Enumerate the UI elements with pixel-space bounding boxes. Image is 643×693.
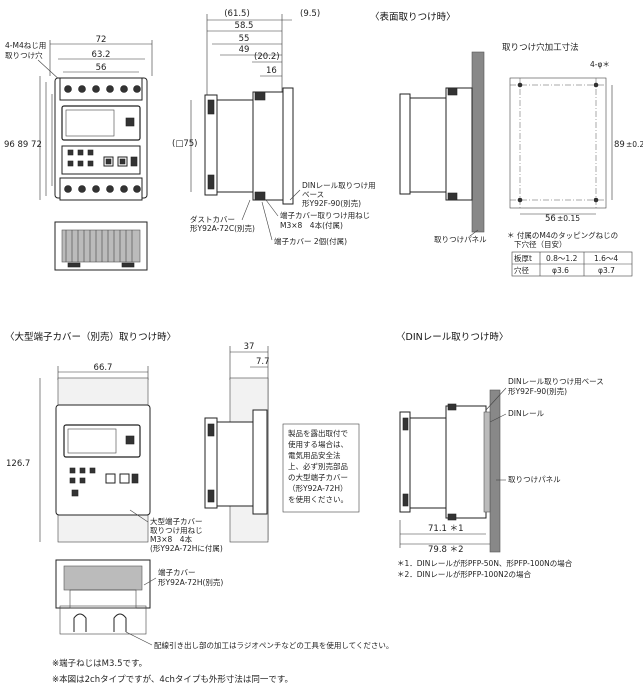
din-panel: 取りつけパネル <box>508 475 561 484</box>
lcd-display <box>61 105 141 141</box>
large-cover-section: 〈大型端子カバー（別売）取りつけ時〉 66.7 126.7 大型端子カバー 取り… <box>5 331 393 650</box>
dim-61-5: (61.5) <box>224 9 250 19</box>
dim-126-7: 126.7 <box>6 459 30 469</box>
dim-7-7: 7.7 <box>256 357 270 367</box>
table-r2: φ3.7 <box>598 266 615 275</box>
dim-56: 56 <box>96 63 107 73</box>
din-note-2: ＊2．DINレールが形PFP-100N2の場合 <box>397 569 531 579</box>
dim-16: 16 <box>266 66 277 76</box>
large-screw-2: 取りつけ用ねじ <box>150 526 203 535</box>
warn-1: 製品を露出取付で <box>288 428 348 438</box>
warn-5: の大型端子カバー <box>288 472 348 482</box>
dim-9-5: (9.5) <box>300 9 320 19</box>
table-h1: 0.8～1.2 <box>546 254 578 263</box>
dim-56-tol: ±0.15 <box>557 214 580 223</box>
large-screw-1: 大型端子カバー <box>150 516 203 526</box>
dust-cover-label-2: 形Y92A-72C(別売) <box>190 223 255 233</box>
dim-55: 55 <box>239 34 250 44</box>
note-1: ＊ 付属のM4のタッピングねじの <box>507 230 618 240</box>
warn-2: 使用する場合は、 <box>288 439 348 449</box>
table-h0: 板厚t <box>514 253 532 263</box>
large-screw-3: M3×8 4本 <box>150 534 193 544</box>
din-base-1: DINレール取りつけ用ベース <box>508 377 604 386</box>
table-r1: φ3.6 <box>552 266 569 275</box>
term-cover-label: 端子カバー 2個(付属) <box>274 236 347 246</box>
footnote-2: ※本図は2chタイプですが、4chタイプも外形寸法は同一です。 <box>52 674 293 685</box>
din-base-label-3: 形Y92F-90(別売) <box>302 198 361 208</box>
din-rail: DINレール <box>508 409 545 418</box>
din-base-2: 形Y92F-90(別売) <box>508 386 567 396</box>
panel-label: 取りつけパネル <box>434 235 487 244</box>
footnote-1: ※端子ねじはM3.5です。 <box>52 658 147 669</box>
hole-dia: 4-φ＊ <box>590 60 610 69</box>
note-2: 下穴径（目安） <box>514 239 567 249</box>
warn-3: 電気用品安全法 <box>288 450 341 460</box>
din-section: 〈DINレール取りつけ時〉 DINレール取りつけ用ベース 形Y92F-90(別売… <box>396 332 604 579</box>
din-base-label-1: DINレール取りつけ用 <box>302 181 376 190</box>
bottom-terminals <box>64 185 141 193</box>
warn-4: 上、必ず別売部品 <box>288 461 348 471</box>
dim-56-cut: 56 <box>545 214 556 224</box>
large-cover-1: 端子カバー <box>158 567 196 577</box>
dim-89-tol: ±0.2 <box>626 140 643 149</box>
dust-cover-label-1: ダストカバー <box>190 214 235 224</box>
dim-71-1: 71.1 ＊1 <box>428 524 464 534</box>
tool-note: 配線引き出し部の加工はラジオペンチなどの工具を使用してください。 <box>154 640 393 650</box>
large-screw-4: (形Y92A-72Hに付属) <box>150 543 223 553</box>
dim-66-7: 66.7 <box>94 363 113 373</box>
dim-20-2: (20.2) <box>254 52 280 62</box>
large-cover-2: 形Y92A-72H(別売) <box>158 577 223 587</box>
warning-box <box>282 423 360 513</box>
warn-7: を使用ください。 <box>288 494 348 504</box>
table-h2: 1.6～4 <box>594 254 618 263</box>
cutout-title: 取りつけ穴加工寸法 <box>502 42 579 53</box>
dim-49: 49 <box>239 45 250 55</box>
warn-6: （形Y92A-72H） <box>288 484 347 493</box>
surface-mount-section: 〈表面取りつけ時〉 取りつけパネル 取りつけ穴加工寸法 4-φ＊ 89 ±0.2… <box>370 11 643 277</box>
surface-title: 〈表面取りつけ時〉 <box>370 11 456 23</box>
table-r0: 穴径 <box>514 265 529 275</box>
screw-label-1: 端子カバー取りつけ用ねじ <box>280 210 370 220</box>
din-title: 〈DINレール取りつけ時〉 <box>396 332 508 343</box>
dim-heights: 96 89 72 <box>4 140 42 150</box>
dim-72: 72 <box>96 35 107 45</box>
front-view: 72 63.2 56 4-M4ねじ用 取りつけ穴 <box>4 35 153 271</box>
dim-89: 89 <box>614 140 625 150</box>
screw-label-2: M3×8 4本(付属) <box>280 220 343 230</box>
large-title: 〈大型端子カバー（別売）取りつけ時〉 <box>5 331 176 343</box>
din-note-1: ＊1．DINレールが形PFP-50N、形PFP-100Nの場合 <box>397 558 573 568</box>
dim-37: 37 <box>244 342 255 352</box>
din-base-label-2: ベース <box>302 190 324 199</box>
side-view: (61.5) (9.5) 58.5 55 49 (20.2) 16 (□75) … <box>172 9 376 246</box>
dim-58-5: 58.5 <box>235 21 254 31</box>
lcd-display-2 <box>63 424 141 458</box>
dim-79-8: 79.8 ＊2 <box>428 545 464 555</box>
dim-63-2: 63.2 <box>92 50 111 60</box>
hole-label-2: 取りつけ穴 <box>5 50 43 60</box>
top-terminals <box>64 85 141 93</box>
dim-75: (□75) <box>172 139 197 149</box>
hole-label-1: 4-M4ねじ用 <box>5 41 46 50</box>
